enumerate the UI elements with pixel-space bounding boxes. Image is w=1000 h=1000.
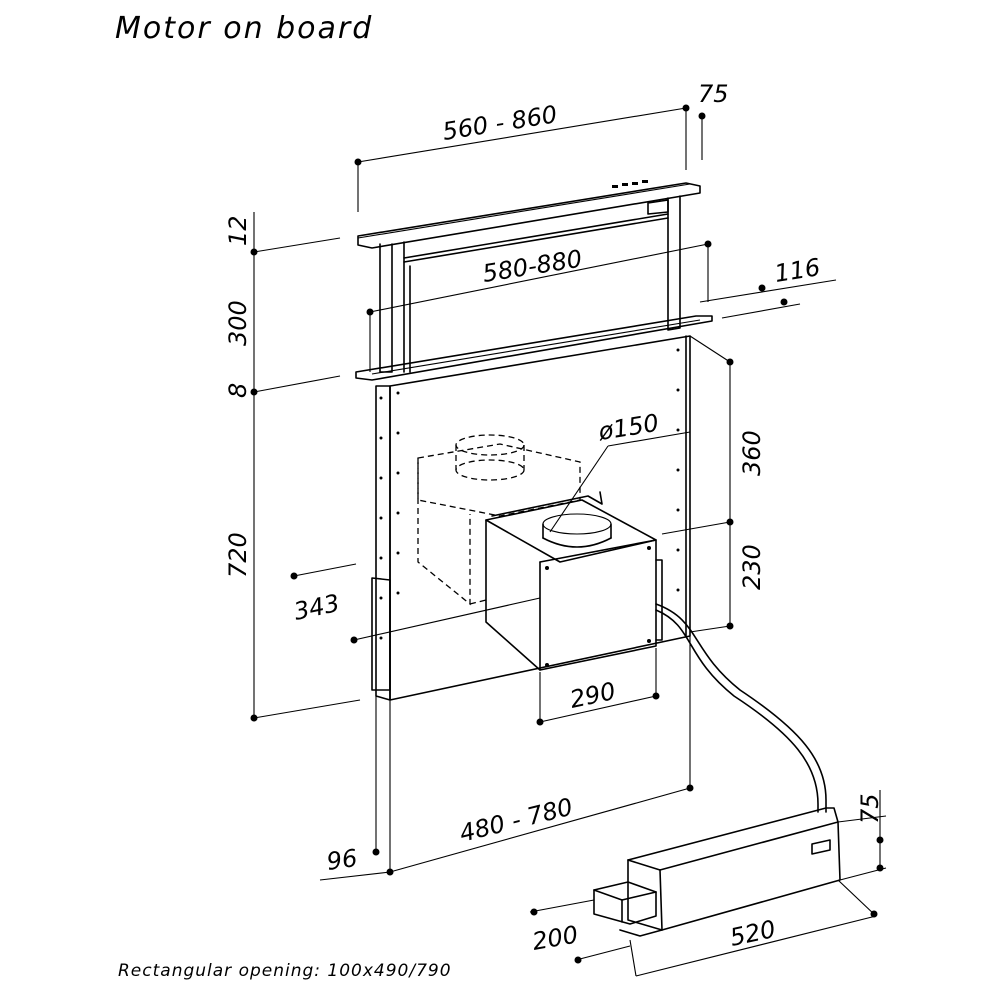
opening-caption: Rectangular opening: 100x490/790 [118,961,452,981]
control-buttons [612,180,648,188]
dim-remote-length: 520 [727,915,778,952]
dim-flange-thickness: 8 [224,383,252,398]
worktop-flange [355,315,713,381]
dim-motor-width: 290 [567,677,618,714]
motor-screws [545,546,651,667]
dim-motor-offset: 343 [291,589,342,626]
dim-body-depth: 96 [325,844,359,876]
dimension-lines [250,104,887,977]
dim-remote-width: 200 [530,920,580,956]
power-cable [655,603,827,813]
diagram-title: Motor on board [115,11,373,46]
dim-top-depth: 75 [698,80,729,108]
hood-body [371,335,691,701]
dim-motor-height: 230 [738,544,766,590]
dim-top-thickness: 12 [224,215,252,246]
hood-top-cover [357,180,701,249]
dim-body-height: 720 [224,532,252,578]
remote-control-unit [593,807,841,937]
dim-duct-diameter: ø150 [596,409,661,446]
dim-rise-height: 300 [224,300,252,346]
body-screws [379,348,680,640]
dim-remote-height: 75 [856,793,884,824]
dim-motor-upper: 360 [738,430,766,476]
dim-flange-depth: 116 [773,253,823,288]
dim-body-width: 480 - 780 [457,793,576,848]
motor-unit [485,491,663,671]
dim-inner-width: 580-880 [481,245,584,288]
